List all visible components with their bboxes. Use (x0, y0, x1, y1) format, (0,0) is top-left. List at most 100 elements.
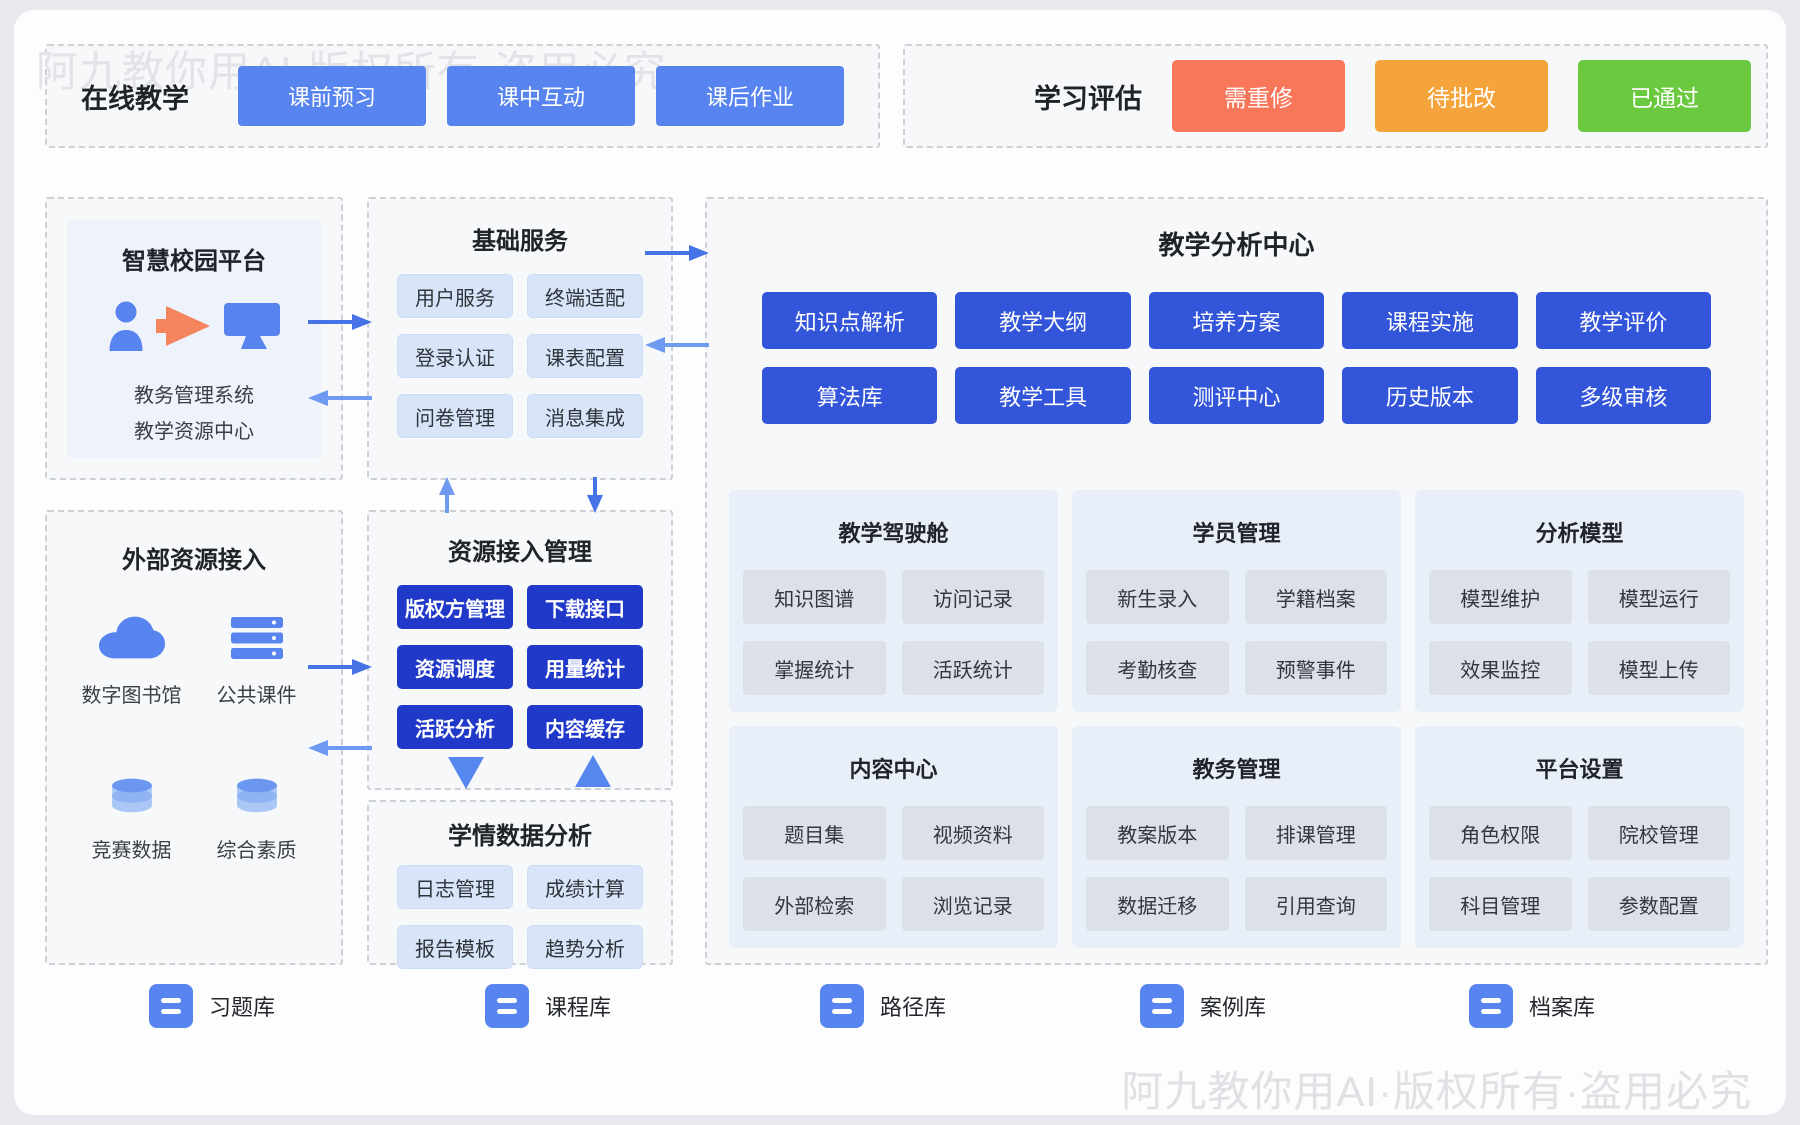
teaching-evaluation-button[interactable]: 教学评价 (1535, 292, 1712, 349)
learning-chip[interactable]: 趋势分析 (527, 925, 643, 969)
section-basic-services: 基础服务 用户服务 终端适配 登录认证 课表配置 问卷管理 消息集成 (367, 197, 673, 480)
resource-chip[interactable]: 活跃分析 (397, 705, 513, 749)
server-icon (230, 611, 283, 659)
legend-case-library: 案例库 (1140, 984, 1266, 1028)
pre-class-preview-button[interactable]: 课前预习 (238, 66, 426, 126)
module-chip[interactable]: 教案版本 (1086, 806, 1229, 860)
database-icon (111, 766, 153, 814)
external-item-competition-data: 竞赛数据 (69, 766, 194, 863)
service-chip[interactable]: 登录认证 (397, 334, 513, 378)
panel-student-management: 学员管理 新生录入 学籍档案 考勤核查 预警事件 (1072, 490, 1401, 712)
service-chip[interactable]: 消息集成 (527, 394, 643, 438)
resource-management-title: 资源接入管理 (448, 539, 592, 566)
service-chip[interactable]: 终端适配 (527, 274, 643, 318)
smart-campus-title: 智慧校园平台 (122, 248, 266, 275)
section-online-teaching: 在线教学 课前预习 课中互动 课后作业 (45, 44, 880, 148)
service-chip[interactable]: 用户服务 (397, 274, 513, 318)
analysis-buttons-row-1: 知识点解析 教学大纲 培养方案 课程实施 教学评价 (707, 292, 1766, 349)
panel-title: 教学驾驶舱 (838, 521, 949, 546)
history-versions-button[interactable]: 历史版本 (1342, 367, 1518, 424)
panel-title: 教务管理 (1192, 757, 1281, 782)
legend-path-library: 路径库 (820, 984, 946, 1028)
analysis-panels-row-2: 内容中心 题目集 视频资料 外部检索 浏览记录 教务管理 教案版本 排课管理 数… (729, 726, 1744, 948)
module-chip[interactable]: 视频资料 (901, 806, 1044, 860)
panel-academic-affairs: 教务管理 教案版本 排课管理 数据迁移 引用查询 (1072, 726, 1401, 948)
module-chip[interactable]: 角色权限 (1429, 806, 1572, 860)
monitor-icon (224, 302, 280, 354)
module-chip[interactable]: 院校管理 (1587, 806, 1730, 860)
resource-chip[interactable]: 资源调度 (397, 645, 513, 689)
user-icon (108, 301, 144, 356)
teaching-resource-center-label: 教学资源中心 (134, 421, 254, 443)
module-chip[interactable]: 数据迁移 (1086, 877, 1229, 931)
external-item-digital-library: 数字图书馆 (69, 611, 194, 708)
legend-label: 习题库 (209, 995, 276, 1020)
module-chip[interactable]: 题目集 (743, 806, 886, 860)
module-chip[interactable]: 参数配置 (1587, 877, 1730, 931)
service-chip[interactable]: 课表配置 (527, 334, 643, 378)
legend-exercise-library: 习题库 (149, 984, 275, 1028)
module-chip[interactable]: 排课管理 (1244, 806, 1387, 860)
module-chip[interactable]: 知识图谱 (743, 570, 886, 624)
pending-review-button[interactable]: 待批改 (1375, 60, 1548, 132)
module-chip[interactable]: 科目管理 (1429, 877, 1572, 931)
after-class-homework-button[interactable]: 课后作业 (656, 66, 844, 126)
resource-chip[interactable]: 版权方管理 (397, 585, 513, 629)
panel-title: 内容中心 (849, 757, 938, 782)
knowledge-point-analysis-button[interactable]: 知识点解析 (762, 292, 938, 349)
assessment-center-button[interactable]: 测评中心 (1148, 367, 1325, 424)
external-item-public-courseware: 公共课件 (194, 611, 319, 708)
algorithm-library-button[interactable]: 算法库 (762, 367, 938, 424)
module-chip[interactable]: 新生录入 (1086, 570, 1229, 624)
module-chip[interactable]: 模型维护 (1429, 570, 1572, 624)
module-chip[interactable]: 活跃统计 (901, 641, 1044, 695)
course-implementation-button[interactable]: 课程实施 (1342, 292, 1518, 349)
smart-campus-icons (108, 301, 280, 356)
section-evaluation: 学习评估 需重修 待批改 已通过 (903, 44, 1768, 148)
external-item-comprehensive-quality: 综合素质 (194, 766, 319, 863)
resource-chip[interactable]: 内容缓存 (527, 705, 643, 749)
module-chip[interactable]: 考勤核查 (1086, 641, 1229, 695)
resource-chip[interactable]: 用量统计 (527, 645, 643, 689)
module-chip[interactable]: 预警事件 (1244, 641, 1387, 695)
needs-retake-button[interactable]: 需重修 (1172, 60, 1345, 132)
syllabus-button[interactable]: 教学大纲 (955, 292, 1131, 349)
external-item-label: 综合素质 (216, 840, 297, 862)
resource-management-grid: 版权方管理 下载接口 资源调度 用量统计 活跃分析 内容缓存 (369, 585, 671, 749)
panel-analysis-models: 分析模型 模型维护 模型运行 效果监控 模型上传 (1415, 490, 1744, 712)
learning-chip[interactable]: 报告模板 (397, 925, 513, 969)
online-teaching-label: 在线教学 (81, 83, 189, 114)
multilevel-review-button[interactable]: 多级审核 (1535, 367, 1712, 424)
resource-chip[interactable]: 下载接口 (527, 585, 643, 629)
module-chip[interactable]: 模型上传 (1587, 641, 1730, 695)
section-resource-management: 资源接入管理 版权方管理 下载接口 资源调度 用量统计 活跃分析 内容缓存 (367, 510, 673, 790)
training-plan-button[interactable]: 培养方案 (1148, 292, 1325, 349)
analysis-panels-row-1: 教学驾驶舱 知识图谱 访问记录 掌握统计 活跃统计 学员管理 新生录入 学籍档案… (729, 490, 1744, 712)
section-smart-campus: 智慧校园平台 教务管理系统 教学资源中心 (45, 197, 343, 480)
module-chip[interactable]: 效果监控 (1429, 641, 1572, 695)
legend-label: 档案库 (1529, 995, 1596, 1020)
module-chip[interactable]: 掌握统计 (743, 641, 886, 695)
teaching-tools-button[interactable]: 教学工具 (955, 367, 1131, 424)
learning-chip[interactable]: 日志管理 (397, 865, 513, 909)
section-learning-data: 学情数据分析 日志管理 成绩计算 报告模板 趋势分析 (367, 800, 673, 969)
module-chip[interactable]: 访问记录 (901, 570, 1044, 624)
external-item-label: 数字图书馆 (81, 685, 182, 707)
module-chip[interactable]: 学籍档案 (1244, 570, 1387, 624)
module-chip[interactable]: 浏览记录 (901, 877, 1044, 931)
service-chip[interactable]: 问卷管理 (397, 394, 513, 438)
smart-campus-card: 智慧校园平台 教务管理系统 教学资源中心 (67, 219, 321, 458)
section-analysis-center: 教学分析中心 知识点解析 教学大纲 培养方案 课程实施 教学评价 算法库 教学工… (705, 197, 1768, 965)
passed-button[interactable]: 已通过 (1578, 60, 1751, 132)
module-chip[interactable]: 引用查询 (1244, 877, 1387, 931)
in-class-interaction-button[interactable]: 课中互动 (447, 66, 635, 126)
academic-admin-system-label: 教务管理系统 (134, 385, 254, 407)
module-chip[interactable]: 外部检索 (743, 877, 886, 931)
cloud-icon (98, 611, 166, 659)
module-chip[interactable]: 模型运行 (1587, 570, 1730, 624)
analysis-buttons-row-2: 算法库 教学工具 测评中心 历史版本 多级审核 (707, 367, 1766, 424)
learning-chip[interactable]: 成绩计算 (527, 865, 643, 909)
legend-label: 路径库 (880, 995, 947, 1020)
panel-content-center: 内容中心 题目集 视频资料 外部检索 浏览记录 (729, 726, 1058, 948)
